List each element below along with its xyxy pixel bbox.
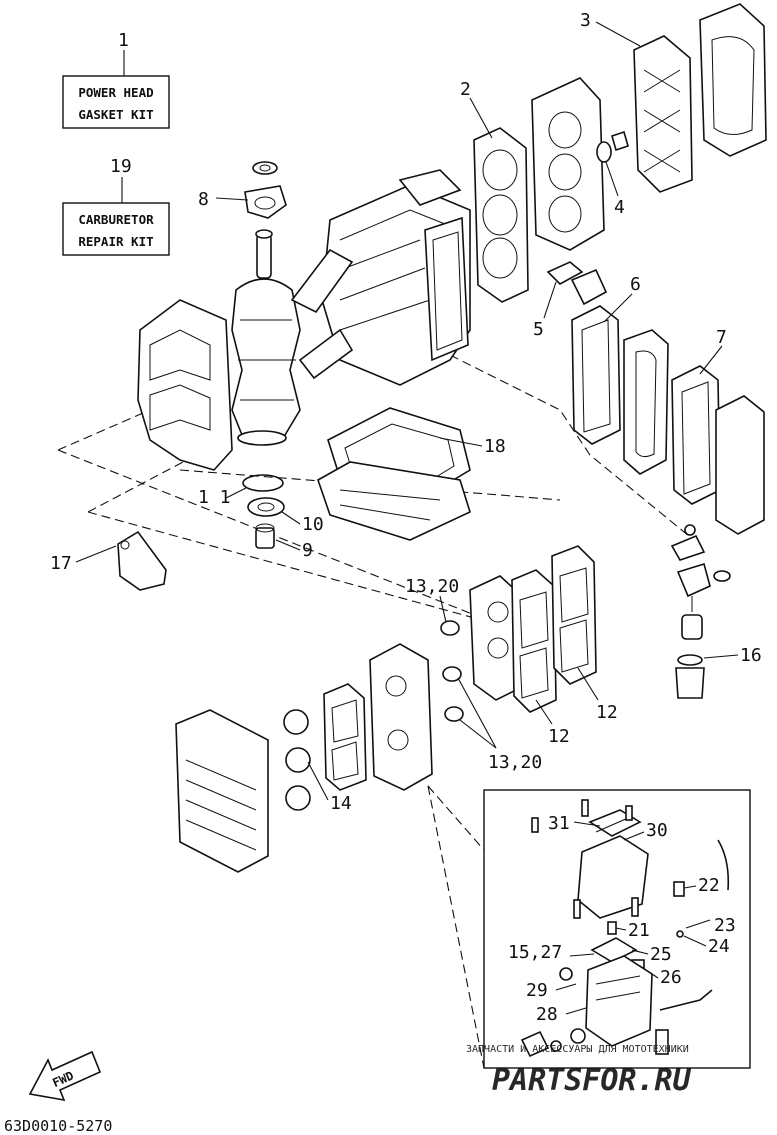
callout-1: 1 <box>118 30 129 51</box>
callout-24: 24 <box>708 936 730 957</box>
filter-o-ring <box>675 654 705 699</box>
exhaust-small-gasket <box>546 261 608 306</box>
cylinder-head-cover <box>699 3 767 157</box>
bushing <box>255 523 275 549</box>
carburetor-detail-frame <box>427 785 751 1069</box>
callout-19: 19 <box>110 156 132 177</box>
kit-line-2: GASKET KIT <box>78 107 153 122</box>
crankshaft <box>231 229 354 446</box>
callout-9: 9 <box>302 540 313 561</box>
carburetor-body-outline <box>369 643 433 791</box>
cylinder-head-gasket <box>473 127 529 303</box>
callout-8: 8 <box>198 189 209 210</box>
kit-line-2: REPAIR KIT <box>78 234 153 249</box>
power-head-gasket-kit-box: 1 POWER HEAD GASKET KIT <box>62 30 170 129</box>
callout-23: 23 <box>714 915 736 936</box>
callout-31: 31 <box>548 813 570 834</box>
thermostat-gasket <box>596 130 629 163</box>
exhaust-cover <box>623 329 669 475</box>
intake-gasket-1 <box>511 569 557 713</box>
callout-22: 22 <box>698 875 720 896</box>
carburetor-repair-kit-box: 19 CARBURETOR REPAIR KIT <box>62 156 170 256</box>
inner-exhaust-cover <box>715 395 765 535</box>
choke-link <box>520 989 713 1058</box>
forward-arrow-icon: FWD <box>28 1050 102 1102</box>
callout-11: 1 1 <box>198 487 231 508</box>
callout-28: 28 <box>536 1004 558 1025</box>
callout-18: 18 <box>484 436 506 457</box>
callout-12-b: 12 <box>548 726 570 747</box>
intake-gasket-2 <box>551 545 597 685</box>
intake-manifold <box>137 299 233 471</box>
drain-screw <box>559 967 573 981</box>
o-ring <box>242 474 284 492</box>
head-cover-gasket <box>633 35 693 193</box>
kit-line-1: CARBURETOR <box>78 212 154 227</box>
carburetor-screws <box>531 799 639 919</box>
kit-box-frame <box>62 202 170 256</box>
watermark-tagline: ЗАПЧАСТИ И АКСЕССУАРЫ ДЛЯ МОТОТЕХНИКИ <box>466 1044 689 1055</box>
callout-13-20-b: 13,20 <box>488 752 542 773</box>
partsfor-watermark: ЗАПЧАСТИ И АКСЕССУАРЫ ДЛЯ МОТОТЕХНИКИ PA… <box>466 1044 692 1098</box>
callout-12-a: 12 <box>596 702 618 723</box>
cylinder-head <box>531 77 605 251</box>
diagram-code: 63D0010-5270 <box>4 1117 112 1135</box>
callout-26: 26 <box>660 967 682 988</box>
callout-14: 14 <box>330 793 352 814</box>
callout-13-20-a: 13,20 <box>405 576 459 597</box>
side-cover <box>117 530 167 591</box>
callout-16: 16 <box>740 645 762 666</box>
carburetor-gasket <box>323 683 367 791</box>
callout-21: 21 <box>628 920 650 941</box>
kit-box-frame <box>62 75 170 129</box>
callout-29: 29 <box>526 980 548 1001</box>
intake-o-rings <box>440 620 464 722</box>
fuel-joint <box>670 524 731 640</box>
callout-2: 2 <box>460 79 471 100</box>
kit-line-1: POWER HEAD <box>78 85 153 100</box>
lower-casing-gasket <box>317 407 471 541</box>
float-chamber <box>585 955 653 1047</box>
callout-10: 10 <box>302 514 324 535</box>
callout-15-27: 15,27 <box>508 942 562 963</box>
power-head-dashed-outline <box>57 329 701 626</box>
callout-6: 6 <box>630 274 641 295</box>
cylinder-block <box>321 169 471 386</box>
exhaust-cover-gasket <box>571 305 621 445</box>
jet <box>607 921 617 935</box>
callout-30: 30 <box>646 820 668 841</box>
callout-7: 7 <box>716 327 727 348</box>
fuel-hose <box>717 839 730 891</box>
silencer-cover <box>175 709 269 873</box>
oil-seal <box>247 497 285 517</box>
main-nozzle <box>673 881 685 897</box>
inner-exhaust-gasket <box>671 365 721 505</box>
oil-seal-housing <box>244 161 287 219</box>
callout-25: 25 <box>650 944 672 965</box>
callout-4: 4 <box>614 197 625 218</box>
float-chamber-gasket <box>590 937 638 963</box>
callout-5: 5 <box>533 319 544 340</box>
watermark-logo: PARTSFOR.RU <box>492 1063 692 1098</box>
carburetor-seals <box>283 709 311 811</box>
callout-3: 3 <box>580 10 591 31</box>
pilot-screw <box>676 919 711 938</box>
callout-17: 17 <box>50 553 72 574</box>
